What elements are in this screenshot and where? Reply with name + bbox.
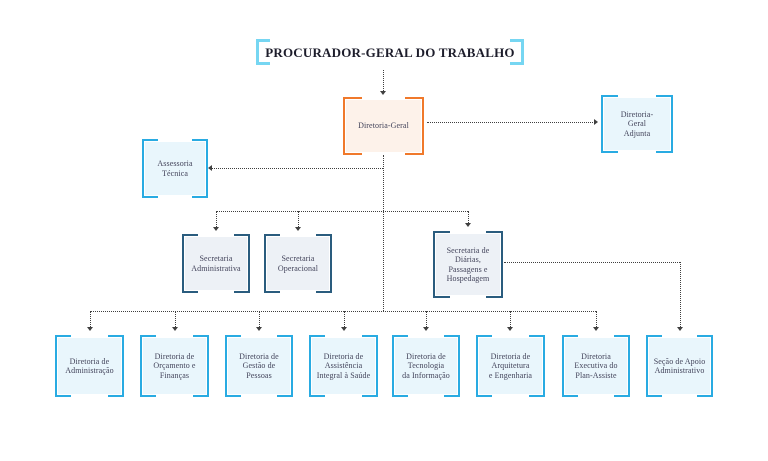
- arrowhead-tecnologia: [423, 327, 429, 331]
- arrowhead-administracao: [87, 327, 93, 331]
- connector-drop-gestao: [259, 311, 260, 329]
- connector-dg-trunk: [383, 155, 384, 311]
- connector-dg-to-assessoria: [212, 168, 383, 169]
- arrowhead-plan-assiste: [593, 327, 599, 331]
- node-label: Diretoria de Arquitetura e Engenharia: [488, 351, 533, 380]
- org-node-secretaria-operacional: Secretaria Operacional: [264, 234, 332, 293]
- connector-diretorias-rail: [90, 311, 596, 312]
- arrowhead-arquitetura: [507, 327, 513, 331]
- node-label: Seção de Apoio Administrativo: [653, 356, 706, 376]
- node-label: Diretoria de Assistência Integral à Saúd…: [316, 351, 371, 380]
- org-node-diretoria-executiva-plan-assiste: Diretoria Executiva do Plan-Assiste: [562, 335, 630, 397]
- org-node-secretaria-diarias: Secretaria de Diárias, Passagens e Hospe…: [433, 231, 503, 298]
- connector-drop-sec-administrativa: [216, 211, 217, 229]
- arrowhead-gestao: [256, 327, 262, 331]
- arrowhead-sec-operacional: [295, 227, 301, 231]
- arrowhead-to-assessoria: [208, 165, 212, 171]
- org-node-diretoria-gestao-pessoas: Diretoria de Gestão de Pessoas: [225, 335, 293, 397]
- connector-drop-administracao: [90, 311, 91, 329]
- org-node-diretoria-arquitetura-engenharia: Diretoria de Arquitetura e Engenharia: [476, 335, 545, 397]
- title-right-bracket-icon: [510, 39, 524, 65]
- org-node-assessoria-tecnica: Assessoria Técnica: [142, 139, 208, 198]
- node-label: Diretoria de Orçamento e Finanças: [153, 351, 196, 380]
- arrowhead-sec-administrativa: [213, 227, 219, 231]
- org-node-diretoria-orcamento-financas: Diretoria de Orçamento e Finanças: [140, 335, 209, 397]
- connector-title-to-dg: [383, 70, 384, 93]
- node-label: Diretoria de Administração: [65, 356, 114, 376]
- node-label: Diretoria de Tecnologia da Informação: [402, 351, 450, 380]
- arrowhead-to-dg: [380, 91, 386, 95]
- node-label: Secretaria Administrativa: [191, 254, 241, 273]
- arrowhead-sec-diarias: [465, 223, 471, 227]
- org-node-diretoria-geral-adjunta: Diretoria- Geral Adjunta: [601, 95, 673, 153]
- org-node-diretoria-geral: Diretoria-Geral: [343, 97, 424, 155]
- connector-drop-tecnologia: [426, 311, 427, 329]
- arrowhead-orcamento: [172, 327, 178, 331]
- connector-drop-plan-assiste: [596, 311, 597, 329]
- connector-diarias-to-secao: [504, 262, 680, 263]
- arrowhead-to-adjunta: [594, 119, 598, 125]
- org-node-diretoria-assistencia-saude: Diretoria de Assistência Integral à Saúd…: [309, 335, 378, 397]
- node-label: Diretoria- Geral Adjunta: [620, 109, 654, 138]
- connector-drop-secao-apoio: [680, 262, 681, 329]
- connector-drop-sec-operacional: [298, 211, 299, 229]
- connector-secretarias-rail: [216, 211, 468, 212]
- node-label: Diretoria Executiva do Plan-Assiste: [574, 351, 618, 380]
- node-label: Secretaria de Diárias, Passagens e Hospe…: [446, 245, 490, 284]
- connector-drop-sec-diarias: [468, 211, 469, 225]
- connector-drop-orcamento: [175, 311, 176, 329]
- connector-drop-assistencia: [344, 311, 345, 329]
- connector-drop-arquitetura: [510, 311, 511, 329]
- page-title: PROCURADOR-GERAL DO TRABALHO: [265, 44, 515, 60]
- org-node-secao-apoio-administrativo: Seção de Apoio Administrativo: [646, 335, 713, 397]
- connector-dg-to-adjunta: [427, 122, 595, 123]
- node-label: Assessoria Técnica: [157, 159, 193, 178]
- title-left-bracket-icon: [256, 39, 270, 65]
- arrowhead-secao-apoio: [677, 327, 683, 331]
- node-label: Diretoria-Geral: [358, 121, 409, 131]
- node-label: Diretoria de Gestão de Pessoas: [239, 351, 279, 380]
- node-label: Secretaria Operacional: [277, 254, 319, 273]
- arrowhead-assistencia: [341, 327, 347, 331]
- org-node-secretaria-administrativa: Secretaria Administrativa: [182, 234, 250, 293]
- org-node-diretoria-administracao: Diretoria de Administração: [55, 335, 124, 397]
- org-node-diretoria-tecnologia-informacao: Diretoria de Tecnologia da Informação: [392, 335, 460, 397]
- chart-title: PROCURADOR-GERAL DO TRABALHO: [256, 38, 524, 67]
